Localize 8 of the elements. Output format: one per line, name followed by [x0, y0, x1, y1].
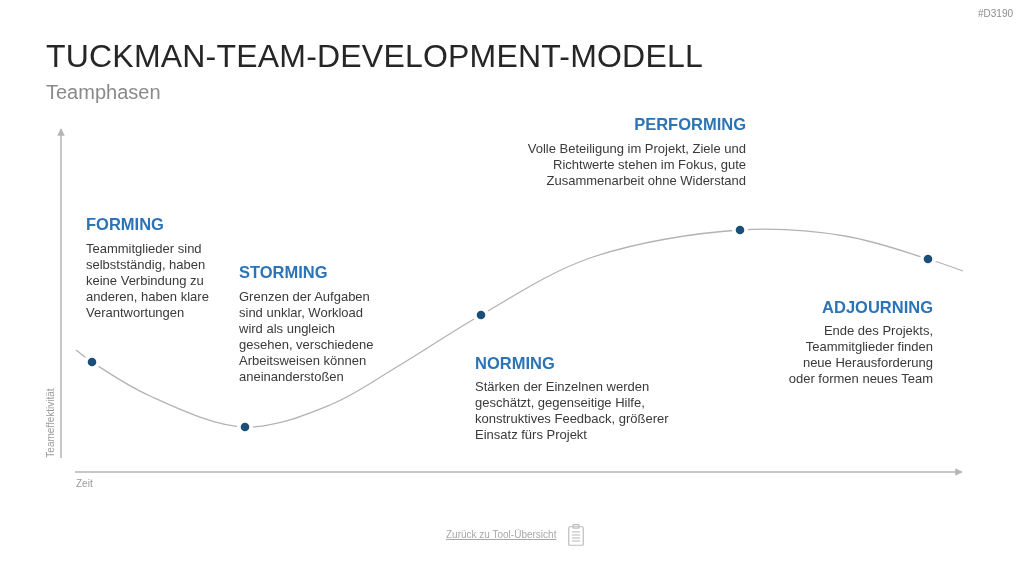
slide-subtitle: Teamphasen: [46, 81, 161, 104]
back-link: Zurück zu Tool-Übersicht: [446, 529, 557, 540]
slide-code: #D3190: [978, 8, 1014, 19]
y-axis-label: Teameffektivität: [45, 388, 57, 458]
slide-title: TUCKMAN-TEAM-DEVELOPMENT-MODELL: [46, 38, 703, 75]
x-axis-label: Zeit: [76, 478, 93, 490]
phase-description: Volle Beteiligung im Projekt, Ziele und Richtwerte stehen im Fokus, gute Zusammenarbeit ohne Widerstand: [526, 141, 746, 189]
phase-heading: PERFORMING: [634, 114, 746, 134]
